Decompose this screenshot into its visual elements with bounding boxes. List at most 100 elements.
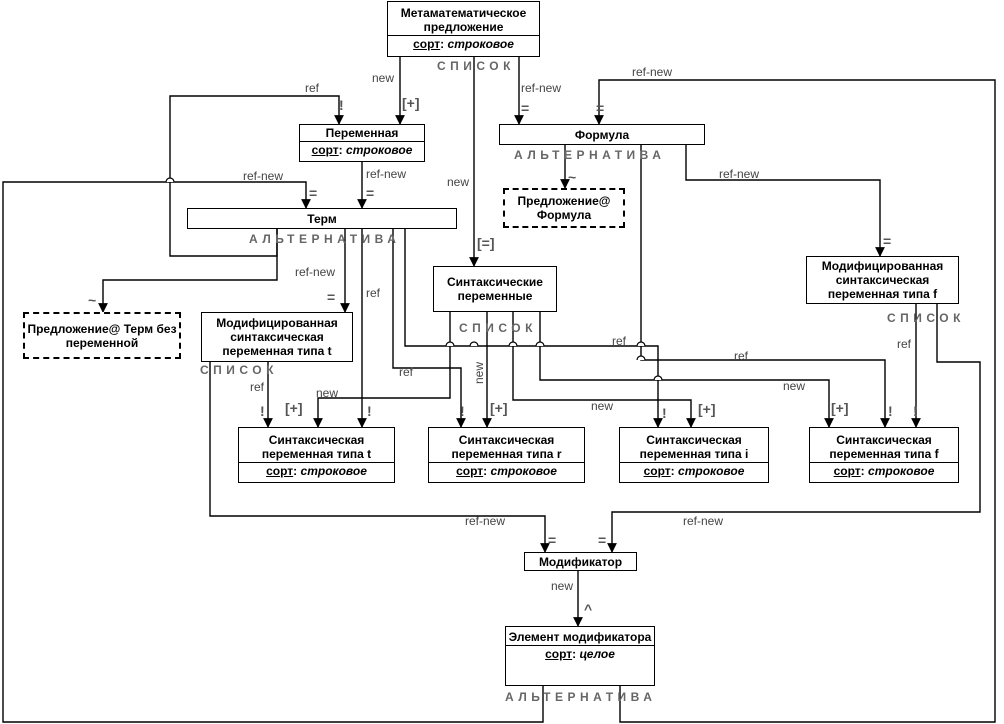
edge-elem-formula xyxy=(594,79,996,723)
node-term[interactable]: Терм xyxy=(187,208,457,229)
node-modifier-element[interactable]: Элемент модификатора сорт: целое xyxy=(505,626,655,686)
edge-label: new xyxy=(551,579,574,593)
node-sort: сорт: строковое xyxy=(429,462,584,479)
mark-tilde: ~ xyxy=(88,292,97,308)
kind-label-synvars: СПИСОК xyxy=(459,321,537,335)
mark-eq: = xyxy=(596,100,605,116)
node-title: Синтаксическая переменная типа i xyxy=(639,433,749,461)
edge-modf-modifier xyxy=(607,304,981,553)
mark-excl: ! xyxy=(888,403,893,419)
kind-label-modt: СПИСОК xyxy=(200,363,278,377)
edge-label: ref-new xyxy=(521,81,562,95)
mark-eq: = xyxy=(521,100,530,116)
node-sentence-formula[interactable]: Предложение@ Формула xyxy=(503,188,625,228)
node-title: Модифицированная синтаксическая переменн… xyxy=(821,259,944,301)
edge-label: ref-new xyxy=(632,65,673,79)
edge-label: ref-new xyxy=(243,169,284,183)
mark-eq: = xyxy=(548,532,557,548)
node-syntactic-var-i[interactable]: Синтаксическая переменная типа i сорт: с… xyxy=(619,427,769,483)
edge-label: ref-new xyxy=(366,167,407,181)
edge-label: new xyxy=(316,386,339,400)
mark-excl: ! xyxy=(339,97,344,113)
edge-label: ref xyxy=(897,337,912,351)
node-title: Синтаксическая переменная типа f xyxy=(829,433,939,461)
node-sort: сорт: строковое xyxy=(300,141,424,158)
node-title: Синтаксические переменные xyxy=(447,275,543,303)
node-syntactic-variables[interactable]: Синтаксические переменные xyxy=(433,266,557,312)
node-meta-sentence[interactable]: Метаматематическое предложение сорт: стр… xyxy=(387,1,540,57)
kind-label-elem: АЛЬТЕРНАТИВА xyxy=(505,690,657,704)
node-sort: сорт: строковое xyxy=(620,462,768,479)
node-formula[interactable]: Формула xyxy=(499,124,705,145)
mark-plus: [+] xyxy=(831,400,849,416)
mark-hat: ^ xyxy=(584,601,593,617)
edge-label: ref xyxy=(612,334,627,348)
node-title: Модифицированная синтаксическая переменн… xyxy=(216,316,338,358)
edge-term-svr xyxy=(392,229,466,428)
edge-formula-modf xyxy=(685,145,885,257)
node-title: Метаматематическое предложение xyxy=(400,6,527,34)
node-sort: сорт: строковое xyxy=(810,462,958,479)
edge-label: ref-new xyxy=(719,167,760,181)
node-variable[interactable]: Переменная сорт: строковое xyxy=(299,124,425,162)
node-sort: сорт: целое xyxy=(506,645,654,662)
node-title: Элемент модификатора xyxy=(508,630,652,644)
edge-label: ref xyxy=(366,286,381,300)
mark-eq: = xyxy=(327,289,336,305)
mark-plus: [+] xyxy=(490,400,508,416)
edge-label: new xyxy=(472,361,486,384)
node-title: Модификатор xyxy=(538,554,623,569)
node-sentence-term[interactable]: Предложение@ Терм без переменной xyxy=(23,312,181,359)
node-modifier[interactable]: Модификатор xyxy=(524,552,637,571)
mark-tilde: ~ xyxy=(568,169,577,185)
edge-label: ref xyxy=(734,349,749,363)
mark-eq: = xyxy=(598,532,607,548)
node-syntactic-var-f[interactable]: Синтаксическая переменная типа f сорт: с… xyxy=(809,427,959,483)
mark-excl: ! xyxy=(260,403,265,419)
edge-label: new xyxy=(783,379,806,393)
node-sort: сорт: строковое xyxy=(239,462,394,479)
node-syntactic-var-r[interactable]: Синтаксическая переменная типа r сорт: с… xyxy=(428,427,585,483)
mark-eq: = xyxy=(309,185,318,201)
mark-plus: [+] xyxy=(698,401,716,417)
node-title: Переменная xyxy=(325,126,399,140)
edge-term-predterm xyxy=(98,229,278,313)
edge-label: new xyxy=(372,71,395,85)
edge-label: ref-new xyxy=(683,514,724,528)
edge-term-svi xyxy=(404,229,663,428)
mark-eq: = xyxy=(366,185,375,201)
mark-excl: ! xyxy=(367,403,372,419)
mark-excl: ! xyxy=(460,403,465,419)
kind-label-term: АЛЬТЕРНАТИВА xyxy=(249,232,401,246)
node-modified-var-t[interactable]: Модифицированная синтаксическая переменн… xyxy=(201,312,353,362)
node-sort: сорт: строковое xyxy=(388,35,539,52)
node-title: Синтаксическая переменная типа r xyxy=(451,433,562,461)
mark-excl: ! xyxy=(913,403,918,419)
edge-label: ref-new xyxy=(465,514,506,528)
mark-eq: = xyxy=(883,233,892,249)
kind-label-formula: АЛЬТЕРНАТИВА xyxy=(514,148,666,162)
edge-synvars-svt xyxy=(313,312,451,428)
mark-excl: ! xyxy=(662,405,667,421)
kind-label-meta: СПИСОК xyxy=(437,59,515,73)
node-title: Предложение@ Терм без переменной xyxy=(27,321,177,350)
node-modified-var-f[interactable]: Модифицированная синтаксическая переменн… xyxy=(806,256,959,304)
node-title: Формула xyxy=(574,127,630,142)
kind-label-modf: СПИСОК xyxy=(887,311,965,325)
edge-label: ref xyxy=(250,380,265,394)
mark-plus: [+] xyxy=(402,95,420,111)
node-title: Предложение@ Формула xyxy=(517,194,611,222)
edge-modt-modifier xyxy=(209,362,550,553)
edge-label: ref xyxy=(399,365,414,379)
edge-formula-svf xyxy=(640,145,890,428)
node-syntactic-var-t[interactable]: Синтаксическая переменная типа t сорт: с… xyxy=(238,427,395,483)
edge-synvars-svi xyxy=(512,312,696,428)
edge-synvars-svf xyxy=(539,312,834,428)
mark-plus: [+] xyxy=(285,400,303,416)
mark-eq-bracket: [=] xyxy=(477,235,495,251)
edge-label: new xyxy=(447,175,470,189)
edge-label: ref xyxy=(305,81,320,95)
edge-label: ref-new xyxy=(295,265,336,279)
